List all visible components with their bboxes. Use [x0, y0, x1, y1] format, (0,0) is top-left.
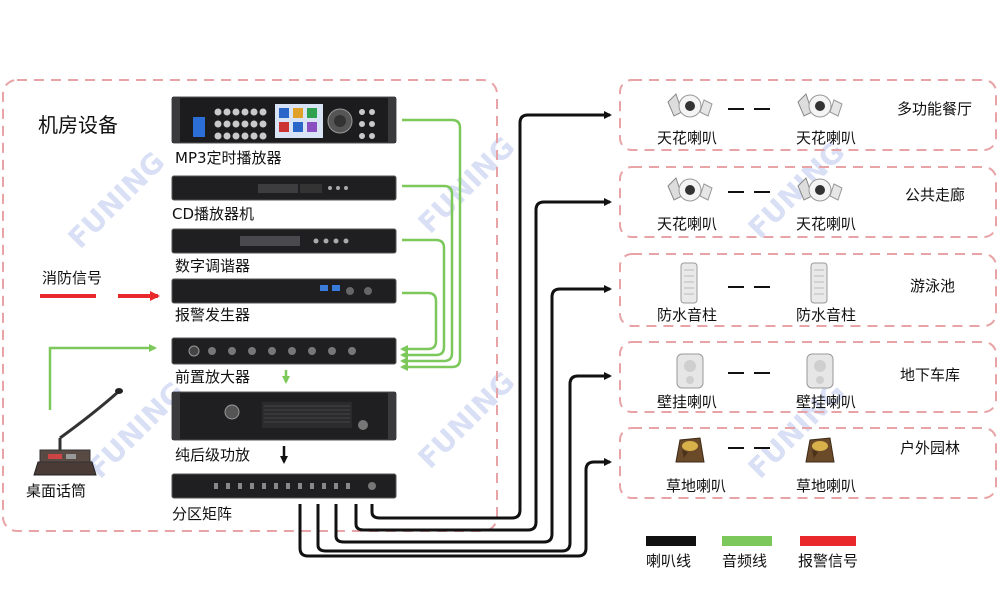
- device-label: 报警发生器: [175, 306, 250, 324]
- zone-box: [619, 341, 997, 413]
- digital-tuner-device: [171, 228, 397, 254]
- zone-name: 地下车库: [900, 366, 960, 384]
- device-label: 分区矩阵: [172, 505, 232, 523]
- device-label: 前置放大器: [175, 368, 250, 386]
- speaker-label: 天花喇叭: [796, 129, 856, 147]
- zone-box: [619, 166, 997, 238]
- microphone-audio-line: [48, 344, 157, 410]
- column-speaker-icon: [810, 262, 828, 304]
- zone-box: [619, 79, 997, 151]
- speaker-label: 草地喇叭: [666, 477, 726, 495]
- ceiling-speaker-icon: [667, 177, 713, 202]
- legend-swatch-speaker-line: [646, 536, 696, 546]
- device-label: CD播放器机: [172, 205, 254, 223]
- desktop-microphone-icon: [33, 388, 123, 476]
- alarm-generator-device: [171, 278, 397, 304]
- audio-lines: [282, 118, 462, 384]
- legend-label: 报警信号: [798, 552, 858, 570]
- speaker-label: 天花喇叭: [657, 129, 717, 147]
- device-label: MP3定时播放器: [175, 149, 282, 167]
- legend: 喇叭线 音频线 报警信号: [646, 536, 858, 570]
- column-speaker-icon: [680, 262, 698, 304]
- watermark: FUNING: [742, 375, 852, 485]
- zone-box: [619, 427, 997, 499]
- ceiling-speaker-icon: [667, 93, 713, 118]
- fire-signal-label: 消防信号: [42, 269, 102, 287]
- speaker-label: 天花喇叭: [796, 215, 856, 233]
- mp3-player-device: [171, 96, 397, 144]
- speaker-label: 草地喇叭: [796, 477, 856, 495]
- legend-swatch-audio-line: [722, 536, 772, 546]
- zone-name: 游泳池: [910, 277, 955, 295]
- speaker-label: 防水音柱: [796, 306, 856, 324]
- speaker-lines: [298, 111, 612, 558]
- device-label: 数字调谐器: [175, 257, 250, 275]
- power-amplifier-device: [171, 391, 397, 441]
- cd-player-device: [171, 175, 397, 201]
- speaker-label: 防水音柱: [657, 306, 717, 324]
- zone-name: 公共走廊: [905, 186, 965, 204]
- speaker-label: 天花喇叭: [657, 215, 717, 233]
- zone-matrix-device: [171, 473, 397, 499]
- lawn-speaker-icon: [805, 437, 835, 463]
- legend-swatch-alarm-signal: [800, 536, 856, 546]
- device-label: 纯后级功放: [175, 446, 250, 464]
- zone-name: 多功能餐厅: [897, 100, 972, 118]
- ceiling-speaker-icon: [797, 93, 843, 118]
- machine-room-box: [2, 79, 498, 532]
- zone-name: 户外园林: [900, 439, 960, 457]
- legend-label: 音频线: [722, 552, 767, 570]
- wall-speaker-icon: [676, 353, 704, 389]
- watermark: FUNING: [412, 365, 522, 475]
- ceiling-speaker-icon: [797, 177, 843, 202]
- zone-box: [619, 253, 997, 327]
- machine-room-title: 机房设备: [38, 113, 118, 137]
- microphone-label: 桌面话筒: [26, 482, 86, 500]
- watermark: FUNING: [62, 145, 172, 255]
- wall-speaker-icon: [806, 353, 834, 389]
- lawn-speaker-icon: [675, 437, 705, 463]
- legend-label: 喇叭线: [646, 552, 691, 570]
- speaker-label: 壁挂喇叭: [657, 393, 717, 411]
- preamplifier-device: [171, 337, 397, 365]
- zone-panel: [619, 79, 997, 499]
- speaker-label: 壁挂喇叭: [796, 393, 856, 411]
